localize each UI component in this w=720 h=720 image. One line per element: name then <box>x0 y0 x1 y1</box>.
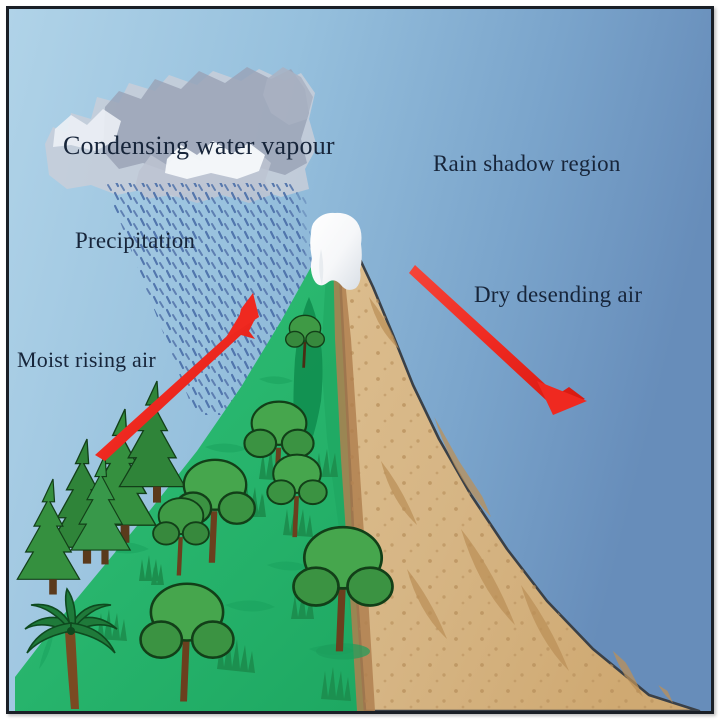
label-rain-shadow-region: Rain shadow region <box>433 151 621 176</box>
pine-tree-cluster <box>16 380 187 595</box>
moist-rising-air-arrow <box>95 293 259 461</box>
label-condensing-water-vapour: Condensing water vapour <box>63 131 335 160</box>
snow-cap <box>310 212 362 290</box>
label-dry-descending-air: Dry desending air <box>474 282 643 307</box>
label-moist-rising-air: Moist rising air <box>17 347 156 372</box>
label-precipitation: Precipitation <box>75 228 196 253</box>
rain-shadow-scene: Condensing water vapour Precipitation Mo… <box>9 9 711 711</box>
broadleaf-tree-cluster <box>139 314 394 702</box>
scene-svg <box>9 9 711 711</box>
image-frame: Condensing water vapour Precipitation Mo… <box>6 6 714 714</box>
dry-descending-air-arrow <box>409 265 587 415</box>
palm-tree <box>24 587 118 709</box>
cloud-shape <box>45 67 317 203</box>
